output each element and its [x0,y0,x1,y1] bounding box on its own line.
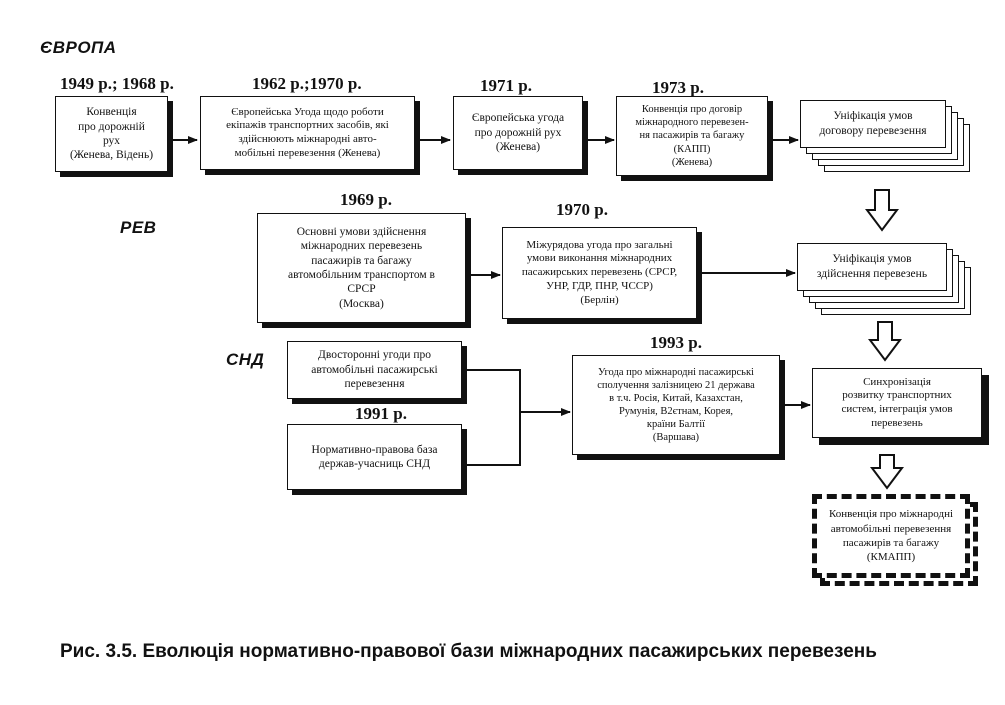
down-arrow-sync-to-kmapp [870,454,904,490]
section-label-rev: РЕВ [120,218,157,237]
down-arrow-rev-to-snd [868,321,902,362]
box-basic-conditions-ussr: Основні умови здійснення міжнародних пер… [257,213,466,323]
box-bilateral-agreements: Двосторонні угоди про автомобільні пасаж… [287,341,462,399]
box-agreement-21-states: Угода про міжнародні пасажирські сполуче… [572,355,780,455]
stack-unification-contract: Уніфікація умов договору перевезення [800,100,985,180]
year-label-1962: 1962 р.;1970 р. [252,74,362,93]
year-label-1970: 1970 р. [556,200,608,219]
box-legal-base-cis: Нормативно-правова база держав-учасниць … [287,424,462,490]
section-label-snd: СНД [226,350,265,369]
year-label-1971: 1971 р. [480,76,532,95]
box-kmapp-convention: Конвенція про міжнародні автомобільні пе… [812,494,970,578]
year-label-1993: 1993 р. [650,333,702,352]
year-label-1973: 1973 р. [652,78,704,97]
down-arrow-europe-to-rev [865,189,899,232]
year-label-1969: 1969 р. [340,190,392,209]
box-unification-contract: Уніфікація умов договору перевезення [800,100,946,148]
section-label-europe: ЄВРОПА [40,38,117,57]
box-european-agreement-crews: Європейська Угода щодо роботи екіпажів т… [200,96,415,170]
box-convention-road-traffic: Конвенція про дорожній рух (Женева, Віде… [55,96,168,172]
box-european-agreement-road-traffic: Європейська угода про дорожній рух (Жене… [453,96,583,170]
box-intergovernmental-agreement: Міжурядова угода про загальні умови вико… [502,227,697,319]
bracket-snd-sources [465,369,521,466]
box-unification-conditions: Уніфікація умов здійснення перевезень [797,243,947,291]
box-kapp-convention: Конвенція про договір міжнародного перев… [616,96,768,176]
year-label-1991: 1991 р. [355,404,407,423]
year-label-1949: 1949 р.; 1968 р. [60,74,174,93]
stack-unification-conditions: Уніфікація умов здійснення перевезень [797,243,982,323]
figure-caption: Рис. 3.5. Еволюція нормативно-правової б… [60,641,877,662]
box-synchronization: Синхронізація розвитку транспортних сист… [812,368,982,438]
